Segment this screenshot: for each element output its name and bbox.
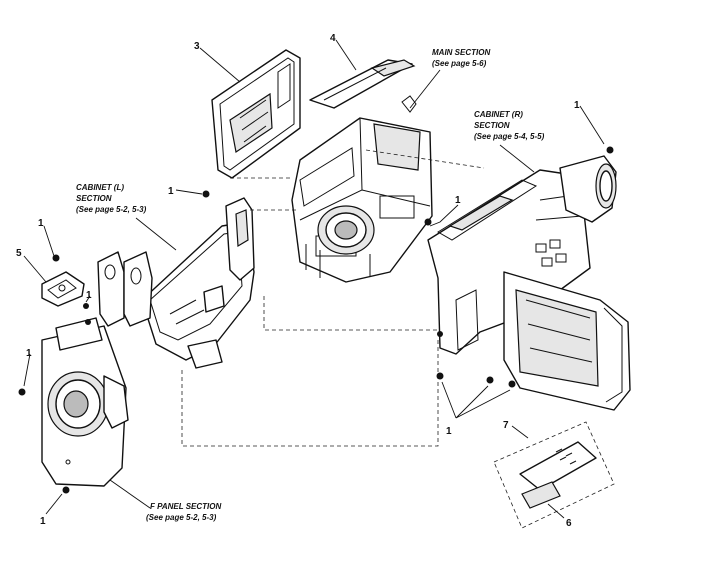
callout-1: 1 [86, 290, 92, 301]
screw-icon [62, 486, 70, 494]
screw-icon [52, 254, 60, 262]
cabinet-r-label: CABINET (R) [474, 110, 523, 119]
screw-icon [437, 331, 443, 337]
f-panel-section [41, 317, 129, 487]
cabinet-r-label-2: SECTION [474, 121, 510, 130]
callout-6: 6 [566, 518, 572, 529]
screw-icon [436, 372, 444, 380]
callout-1: 1 [574, 100, 580, 111]
callout-7: 7 [503, 420, 509, 431]
callout-numbers: 3 4 1 1 1 1 5 1 1 1 1 7 6 [16, 33, 580, 529]
main-section-label: MAIN SECTION [432, 48, 490, 57]
screw-icon [486, 376, 494, 384]
cabinet-r-section [427, 155, 631, 411]
callout-4: 4 [330, 33, 336, 44]
screw-icon [424, 218, 432, 226]
screw-icon [606, 146, 614, 154]
cabinet-r-ref: (See page 5-4, 5-5) [474, 132, 545, 141]
leader-lines [23, 39, 605, 519]
section-labels: MAIN SECTION (See page 5-6) CABINET (R) … [76, 48, 545, 522]
screw-icon [202, 190, 210, 198]
callout-1: 1 [446, 426, 452, 437]
part-4-cassette-strip [309, 59, 416, 109]
part-7-remote-control [493, 421, 615, 529]
cabinet-l-label-2: SECTION [76, 194, 112, 203]
f-panel-ref: (See page 5-2, 5-3) [146, 513, 217, 522]
screw-icon [85, 319, 91, 325]
cabinet-l-side-parts [97, 251, 153, 327]
cabinet-l-section [141, 197, 255, 369]
cabinet-l-ref: (See page 5-2, 5-3) [76, 205, 147, 214]
screw-icon [508, 380, 516, 388]
callout-1: 1 [168, 186, 174, 197]
part-5-bracket [41, 271, 85, 307]
callout-1: 1 [455, 195, 461, 206]
screws [18, 146, 614, 494]
screw-icon [83, 303, 89, 309]
cabinet-l-label: CABINET (L) [76, 183, 124, 192]
main-section-ref: (See page 5-6) [432, 59, 487, 68]
f-panel-label: F PANEL SECTION [150, 502, 221, 511]
callout-1: 1 [26, 348, 32, 359]
part-3-cover-plate [211, 49, 301, 179]
callout-3: 3 [194, 41, 200, 52]
screw-icon [18, 388, 26, 396]
main-section-mechanism [291, 95, 433, 283]
callout-1: 1 [40, 516, 46, 527]
callout-1: 1 [38, 218, 44, 229]
callout-5: 5 [16, 248, 22, 259]
assembly-guide-lines [181, 149, 485, 447]
